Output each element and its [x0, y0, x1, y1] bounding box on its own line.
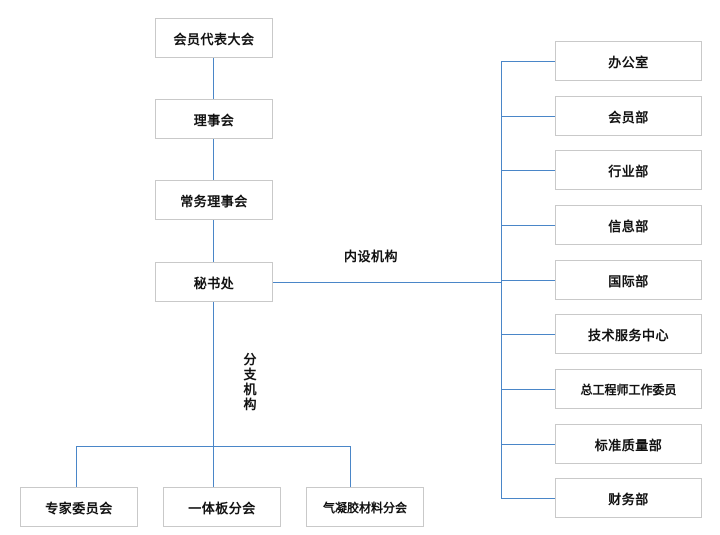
node-chief-engineer-committee[interactable]: 总工程师工作委员 [555, 369, 702, 409]
connector-stub-finance [501, 498, 555, 499]
node-information-dept[interactable]: 信息部 [555, 205, 702, 245]
node-council[interactable]: 理事会 [155, 99, 273, 139]
node-standing-council[interactable]: 常务理事会 [155, 180, 273, 220]
connector-stub-standards [501, 444, 555, 445]
node-expert-committee[interactable]: 专家委员会 [20, 487, 138, 527]
connector-stub-office [501, 61, 555, 62]
connector-stub-membership [501, 116, 555, 117]
node-industry-dept[interactable]: 行业部 [555, 150, 702, 190]
connector-stub-information [501, 225, 555, 226]
edge-label-branch-units: 分支机构 [243, 352, 257, 412]
node-office[interactable]: 办公室 [555, 41, 702, 81]
connector-secretariat-to-branch-bar [213, 302, 214, 446]
connector-drop-expert-committee [76, 446, 77, 487]
node-standards-quality-dept[interactable]: 标准质量部 [555, 424, 702, 464]
connector-stub-tech-service [501, 334, 555, 335]
connector-drop-integrated-board [213, 446, 214, 487]
connector-stub-industry [501, 170, 555, 171]
edge-label-internal-units: 内设机构 [344, 249, 399, 264]
connector-drop-aerogel-material [350, 446, 351, 487]
connector-standing-to-secretariat [213, 220, 214, 262]
connector-stub-international [501, 280, 555, 281]
connector-secretariat-to-internal-trunk [273, 282, 502, 283]
connector-stub-chief-engineer [501, 389, 555, 390]
node-member-congress[interactable]: 会员代表大会 [155, 18, 273, 58]
node-technical-service-center[interactable]: 技术服务中心 [555, 314, 702, 354]
node-integrated-board-branch[interactable]: 一体板分会 [163, 487, 281, 527]
connector-internal-trunk [501, 61, 502, 498]
node-secretariat[interactable]: 秘书处 [155, 262, 273, 302]
node-aerogel-material-branch[interactable]: 气凝胶材料分会 [306, 487, 424, 527]
node-finance-dept[interactable]: 财务部 [555, 478, 702, 518]
node-membership-dept[interactable]: 会员部 [555, 96, 702, 136]
connector-council-to-standing [213, 139, 214, 180]
connector-congress-to-council [213, 58, 214, 99]
node-international-dept[interactable]: 国际部 [555, 260, 702, 300]
